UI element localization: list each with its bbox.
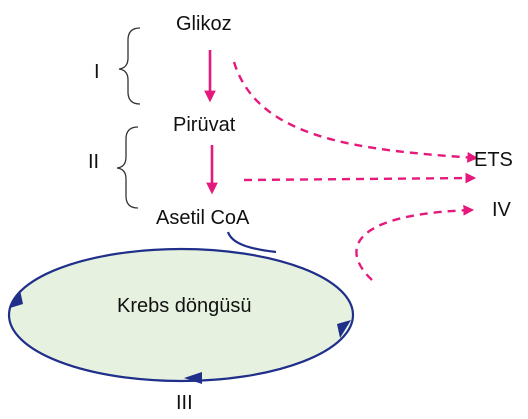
stage-4-label: IV — [492, 199, 511, 221]
cycle-arrowhead-left — [10, 290, 23, 308]
glucose-to-ets-dashed-arrow — [232, 61, 479, 163]
krebs-cycle-ellipse — [7, 247, 355, 383]
ets-label: ETS — [474, 149, 513, 171]
cycle-arrowhead-right — [337, 320, 351, 338]
cycle-arrowhead-bottom — [184, 372, 202, 384]
stage-1-label: I — [94, 61, 100, 83]
stage-2-brace — [116, 126, 139, 209]
krebs-cycle-label: Krebs döngüsü — [117, 295, 252, 317]
pyruvate-label: Pirüvat — [173, 114, 236, 136]
cycle-to-iv-dashed-arrow — [355, 204, 475, 281]
acetyl-to-cycle-line — [226, 231, 277, 254]
stage-3-label: III — [176, 392, 193, 414]
pyruvate-to-ets-dashed-arrow — [243, 172, 477, 184]
glucose-label: Glikoz — [176, 13, 232, 35]
stage-1-brace — [118, 27, 141, 105]
acetyl-coa-label: Asetil CoA — [156, 207, 250, 229]
stage-2-label: II — [88, 151, 100, 173]
